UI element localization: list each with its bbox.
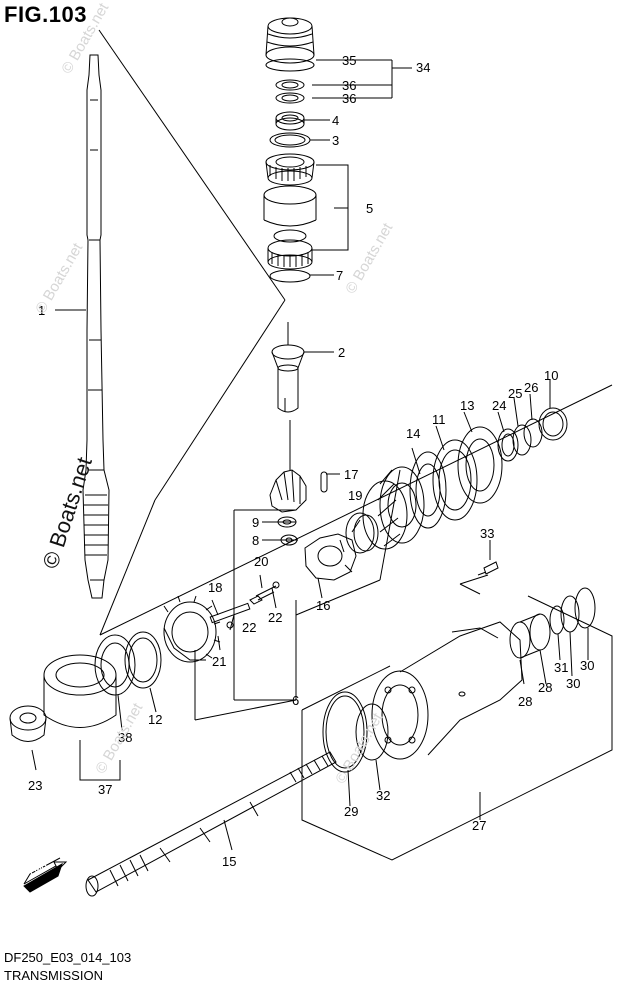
bearing-housing-37 (43, 654, 117, 728)
label-19: 19 (348, 488, 362, 503)
drive-shaft (82, 54, 110, 599)
reverse-gear (362, 466, 425, 550)
label-35: 35 (342, 53, 356, 68)
label-36b: 36 (342, 91, 356, 106)
label-3: 3 (332, 133, 339, 148)
label-22a: 22 (242, 620, 256, 635)
label-22b: 22 (268, 610, 282, 625)
label-28b: 28 (538, 680, 552, 695)
label-2: 2 (338, 345, 345, 360)
label-17: 17 (344, 467, 358, 482)
figure-title: FIG.103 (4, 2, 87, 27)
figure-caption: TRANSMISSION (4, 968, 103, 983)
label-20: 20 (254, 554, 268, 569)
label-21: 21 (212, 654, 226, 669)
pinion-gear (269, 469, 307, 513)
sleeve-34 (265, 17, 315, 72)
label-34: 34 (416, 60, 430, 75)
label-14: 14 (406, 426, 420, 441)
forward-gear (163, 595, 221, 663)
label-36a: 36 (342, 78, 356, 93)
label-28a: 28 (518, 694, 532, 709)
label-30a: 30 (566, 676, 580, 691)
label-31: 31 (554, 660, 568, 675)
label-24: 24 (492, 398, 506, 413)
figure-code: DF250_E03_014_103 (4, 950, 132, 965)
label-38: 38 (118, 730, 132, 745)
label-1: 1 (38, 303, 45, 318)
clutch-dog (304, 533, 357, 581)
label-9: 9 (252, 515, 259, 530)
label-4: 4 (332, 113, 339, 128)
label-6: 6 (292, 693, 299, 708)
label-33: 33 (480, 526, 494, 541)
nut-23 (9, 705, 47, 742)
label-25: 25 (508, 386, 522, 401)
label-32: 32 (376, 788, 390, 803)
label-37: 37 (98, 782, 112, 797)
label-26: 26 (524, 380, 538, 395)
label-15: 15 (222, 854, 236, 869)
label-29: 29 (344, 804, 358, 819)
label-8: 8 (252, 533, 259, 548)
label-18: 18 (208, 580, 222, 595)
fwd-arrow-icon (23, 857, 68, 893)
label-7: 7 (336, 268, 343, 283)
label-10: 10 (544, 368, 558, 383)
gearcase-housing (371, 621, 523, 760)
label-23: 23 (28, 778, 42, 793)
label-5: 5 (366, 201, 373, 216)
label-13: 13 (460, 398, 474, 413)
label-12: 12 (148, 712, 162, 727)
label-27: 27 (472, 818, 486, 833)
label-16: 16 (316, 598, 330, 613)
part-number-labels: 1 2 3 4 5 7 34 35 36 36 17 9 8 19 20 16 … (28, 53, 594, 869)
propeller-shaft (85, 751, 337, 897)
label-11: 11 (432, 412, 446, 427)
sleeve-2 (271, 344, 305, 413)
label-30b: 30 (580, 658, 594, 673)
